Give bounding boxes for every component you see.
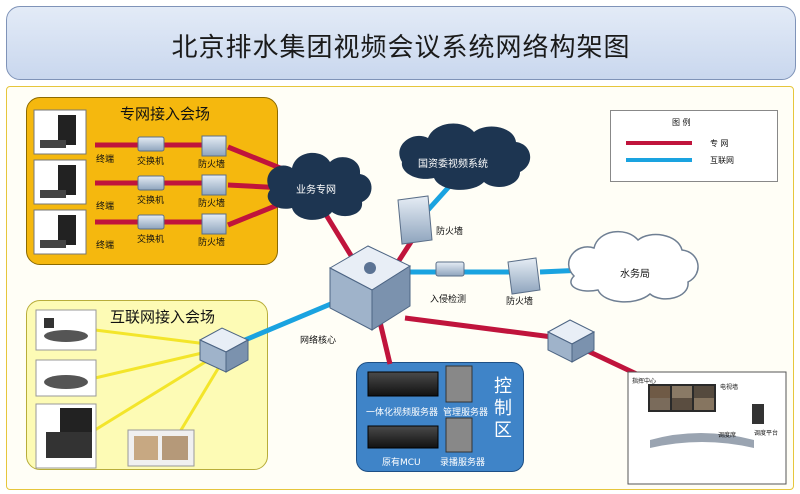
firewall-label-1: 防火墙	[198, 160, 226, 170]
page-title: 北京排水集团视频会议系统网络构架图	[171, 33, 631, 63]
internet-switch	[198, 327, 250, 373]
firewall-1	[201, 135, 227, 157]
core-switch	[328, 245, 412, 331]
ids-label: 入侵检测	[430, 295, 467, 305]
terminal-device-2	[33, 159, 87, 205]
recording-server	[445, 417, 473, 453]
integrated-video-server	[367, 371, 439, 397]
terminal-device-3	[33, 209, 87, 255]
dispatch-desk-label: 调度席	[718, 432, 737, 439]
terminal-label-3: 终端	[96, 241, 115, 251]
sasac-video-cloud	[399, 123, 531, 190]
business-network-cloud	[267, 152, 372, 220]
firewall-2	[201, 174, 227, 196]
command-center-panel	[627, 371, 787, 485]
management-server-label: 管理服务器	[443, 408, 489, 418]
legend-item-internet: 互联网	[710, 156, 734, 165]
link-public-core	[244, 295, 346, 343]
command-center-label: 指挥中心	[632, 378, 657, 385]
water-bureau-label: 水务局	[620, 269, 650, 280]
legend	[610, 110, 778, 182]
private-zone-title: 专网接入会场	[120, 105, 211, 123]
firewall-label-3: 防火墙	[198, 238, 226, 248]
legend-item-private: 专 网	[710, 139, 729, 148]
recording-server-label: 录播服务器	[440, 458, 486, 468]
switch-label-2: 交换机	[137, 196, 165, 206]
terminal-label-2: 终端	[96, 202, 115, 212]
firewall-3	[201, 213, 227, 235]
network-core-label: 网络核心	[300, 336, 337, 346]
switch-1	[137, 136, 165, 152]
firewall-sasac-label: 防火墙	[436, 227, 464, 237]
internet-terminal-links	[94, 328, 224, 441]
firewall-water	[507, 257, 541, 295]
link-core-control	[377, 321, 393, 365]
internet-zone-title: 互联网接入会场	[110, 308, 216, 326]
switch-label-1: 交换机	[137, 157, 165, 167]
internet-terminal-4	[127, 429, 195, 467]
ids-device	[435, 261, 465, 277]
integrated-server-label: 一体化视频服务器	[366, 408, 439, 418]
mcu-label: 原有MCU	[382, 458, 421, 468]
internet-terminal-1	[35, 309, 97, 351]
firewall-sasac	[397, 195, 433, 245]
management-server	[445, 365, 473, 403]
tv-wall-label: 电视墙	[720, 384, 739, 391]
firewall-label-2: 防火墙	[198, 199, 226, 209]
legend-title: 图 例	[672, 118, 691, 127]
water-bureau-cloud	[568, 230, 699, 303]
dispatch-platform-label: 调度平台	[754, 430, 779, 437]
internet-terminal-2	[35, 359, 97, 397]
firewall-water-label: 防火墙	[506, 297, 534, 307]
mcu-device	[367, 425, 439, 449]
terminal-device-1	[33, 109, 87, 155]
business-network-label: 业务专网	[296, 185, 336, 196]
switch-label-3: 交换机	[137, 235, 165, 245]
right-switch	[546, 319, 596, 363]
internet-terminal-3	[35, 403, 97, 469]
link-core-switch	[404, 315, 561, 341]
switch-3	[137, 214, 165, 230]
switch-2	[137, 175, 165, 191]
sasac-video-label: 国资委视频系统	[418, 159, 488, 170]
terminal-label-1: 终端	[96, 155, 115, 165]
control-zone-title: 控 制 区	[494, 376, 512, 441]
title-bar: 北京排水集团视频会议系统网络构架图	[6, 6, 796, 80]
